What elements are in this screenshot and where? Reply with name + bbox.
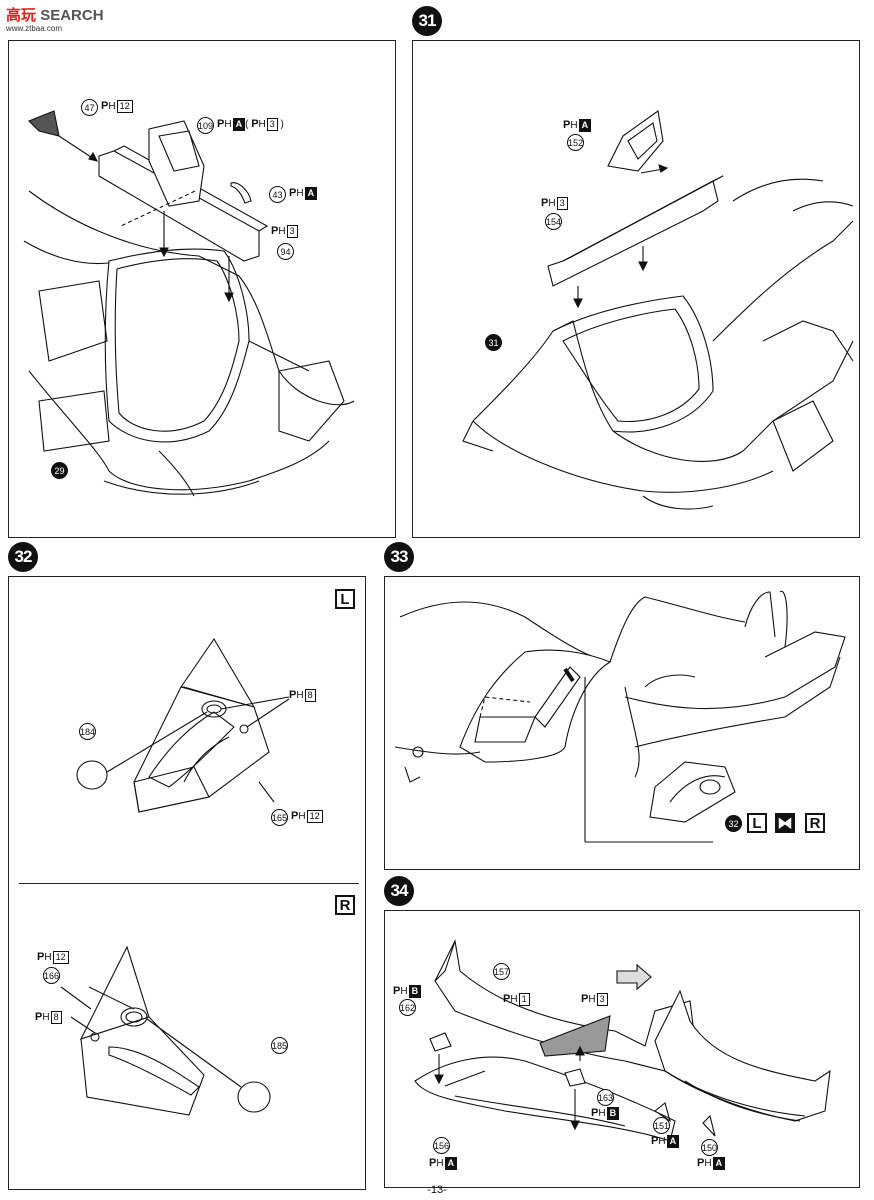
part-151-marker: 151: [653, 1117, 670, 1134]
part-185-marker: 185: [271, 1037, 288, 1054]
part-152-marker: 152: [567, 134, 584, 151]
step-34-illustration: [414, 939, 831, 1142]
part-94-marker: 94: [277, 243, 294, 260]
part-184-marker: 184: [79, 723, 96, 740]
step-32-illustration: [60, 637, 290, 1116]
part-43-marker: 43: [269, 186, 286, 203]
part-165-marker: 165: [271, 809, 288, 826]
step-31-number: 31: [412, 6, 442, 36]
step-30-illustration: [23, 110, 355, 497]
step-31-illustration: [462, 110, 854, 510]
right-ref-label: R: [805, 813, 825, 833]
part-157-marker: 157: [493, 963, 510, 980]
part-156-marker: 156: [433, 1137, 450, 1154]
flip-icon: ⧓: [775, 813, 795, 833]
part-163-marker: 163: [597, 1089, 614, 1106]
step-33-illustration: [394, 590, 846, 843]
page-number: -13-: [427, 1184, 447, 1196]
part-150-marker: 150: [701, 1139, 718, 1156]
part-154-marker: 154: [545, 213, 562, 230]
step-32-number: 32: [8, 542, 38, 572]
part-166-marker: 166: [43, 967, 60, 984]
part-29-marker: 29: [51, 462, 68, 479]
step-33-panel: 32 L ⧓ R: [384, 576, 860, 870]
part-47-marker: 47: [81, 99, 98, 116]
step-34-number: 34: [384, 876, 414, 906]
part-31-marker: 31: [485, 334, 502, 351]
part-162-marker: 162: [399, 999, 416, 1016]
left-ref-label: L: [747, 813, 767, 833]
left-side-label: L: [335, 589, 355, 609]
part-109-marker: 109: [197, 117, 214, 134]
step-33-number: 33: [384, 542, 414, 572]
left-right-divider: [19, 883, 359, 884]
watermark-logo: 高玩 SEARCH www.ztbaa.com: [6, 7, 104, 33]
step-32-reference-marker: 32: [725, 815, 742, 832]
right-side-label: R: [335, 895, 355, 915]
